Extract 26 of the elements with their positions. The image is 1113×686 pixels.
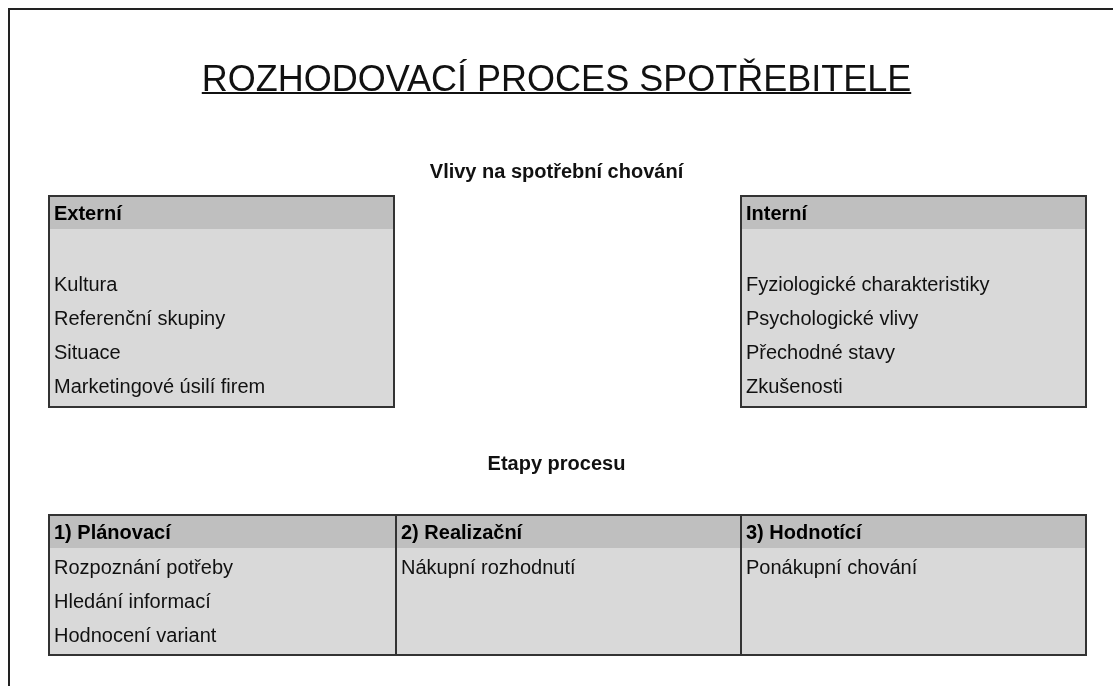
list-item: Referenční skupiny	[54, 306, 226, 331]
box-heading: Externí	[50, 197, 393, 229]
list-item: Zkušenosti	[746, 374, 843, 399]
table-box	[740, 195, 1087, 408]
list-item: Rozpoznání potřeby	[54, 555, 233, 580]
list-item: Psychologické vlivy	[746, 306, 919, 331]
list-item: Nákupní rozhodnutí	[401, 555, 576, 580]
list-item: Situace	[54, 340, 121, 365]
box-heading: 1) Plánovací	[50, 516, 395, 548]
box-heading: 3) Hodnotící	[742, 516, 1085, 548]
list-item: Ponákupní chování	[746, 555, 918, 580]
list-item: Hledání informací	[54, 589, 211, 614]
table-box	[48, 514, 397, 656]
list-item: Hodnocení variant	[54, 623, 217, 648]
table-box	[740, 514, 1087, 656]
list-item: Fyziologické charakteristiky	[746, 272, 990, 297]
table-box	[48, 195, 395, 408]
box-heading: 2) Realizační	[397, 516, 740, 548]
section-heading: Etapy procesu	[487, 452, 626, 475]
list-item: Kultura	[54, 272, 118, 297]
list-item: Marketingové úsilí firem	[54, 374, 266, 399]
section-heading: Vlivy na spotřební chování	[429, 160, 684, 183]
diagram-title: ROZHODOVACÍ PROCES SPOTŘEBITELE	[201, 58, 912, 99]
table-box	[395, 514, 742, 656]
box-heading: Interní	[742, 197, 1085, 229]
list-item: Přechodné stavy	[746, 340, 895, 365]
